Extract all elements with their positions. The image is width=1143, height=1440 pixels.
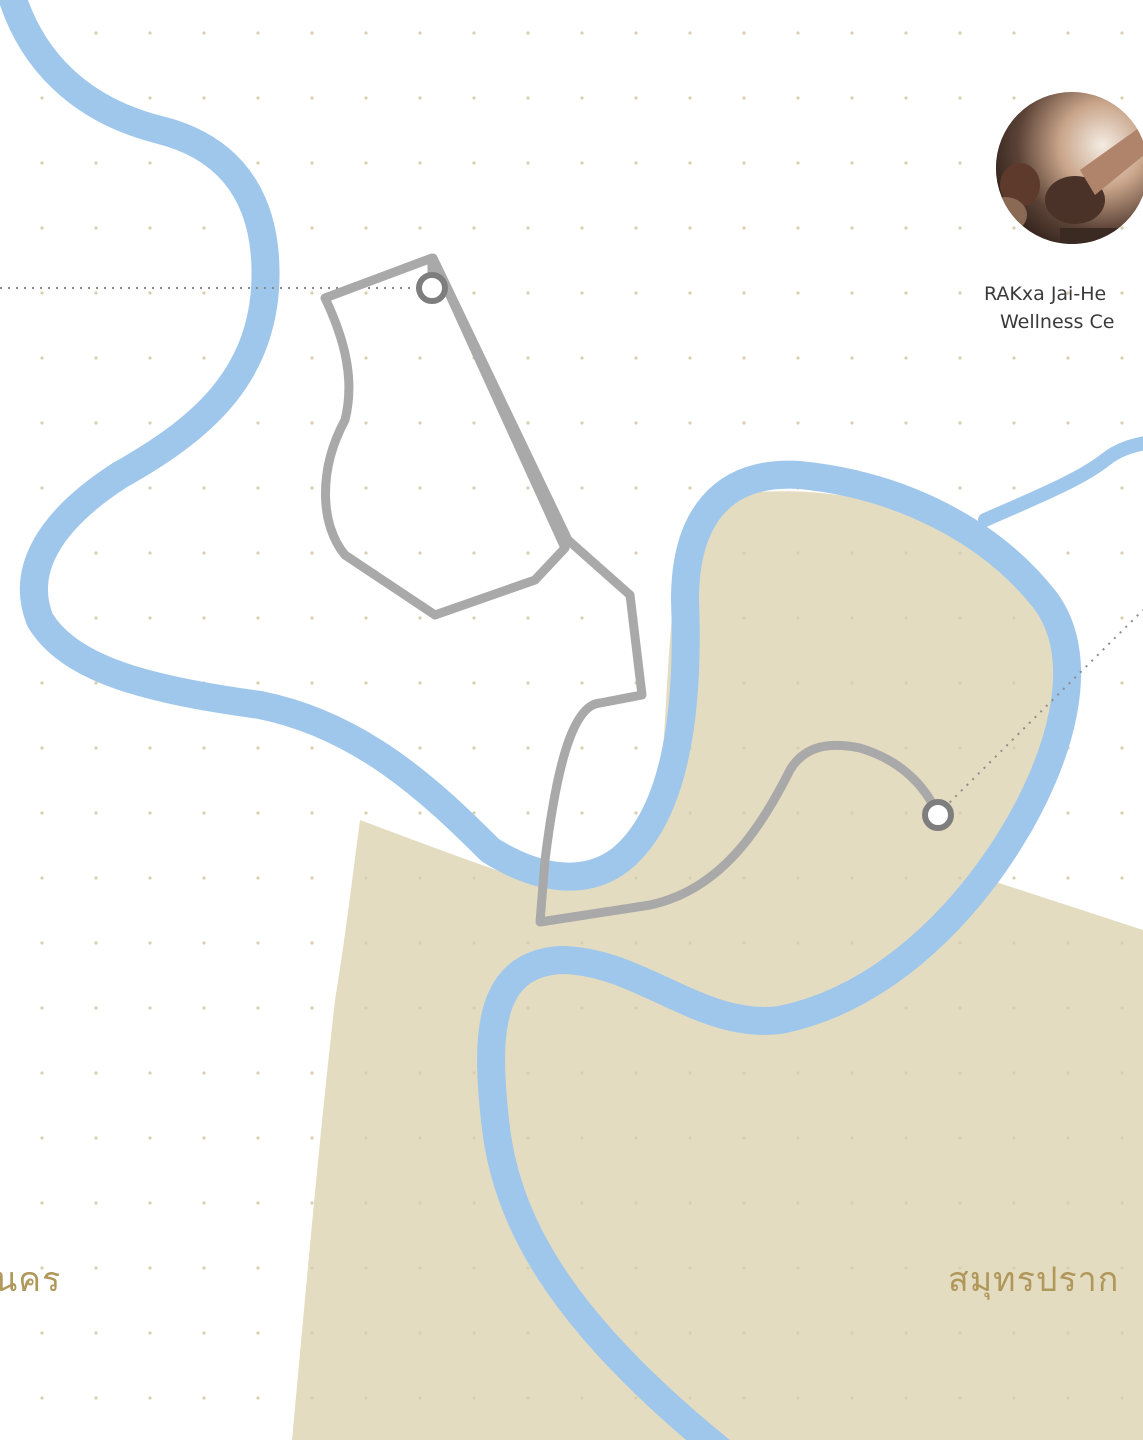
province-label-left: นคร [0,1260,62,1300]
poi-label[interactable]: RAKxa Jai-He Wellness Ce [984,280,1143,336]
river-branch [978,436,1143,527]
poi-name-line2: Wellness Ce [1000,311,1115,333]
poi-name-line1: RAKxa Jai-He [984,283,1107,305]
connector-line-right [943,609,1143,809]
route-start-marker[interactable] [416,272,448,304]
river-main [0,0,1082,1440]
route-path [320,253,943,927]
route-end-marker[interactable] [922,799,954,831]
province-label-right: สมุทรปราก [948,1260,1120,1300]
